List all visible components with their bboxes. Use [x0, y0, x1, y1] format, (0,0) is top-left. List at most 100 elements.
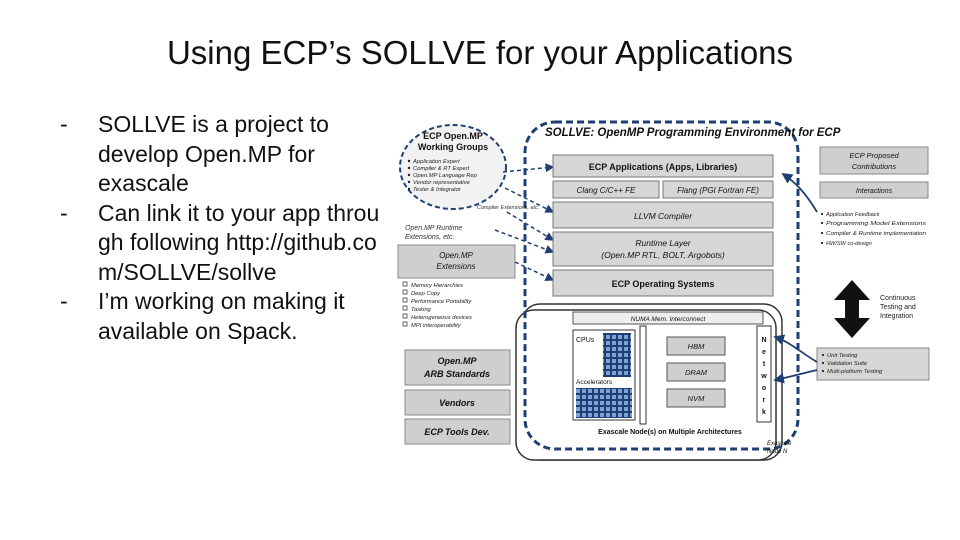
compiler-extensions-label: Compiler Extensions, etc.	[477, 205, 539, 211]
nvm-text: NVM	[688, 394, 705, 403]
interactions-text: Interactions	[856, 188, 893, 195]
vendors-box	[404, 389, 511, 416]
diagram-title: SOLLVE: OpenMP Programming Environment f…	[545, 127, 841, 139]
list-item: Open.MP Language Rep	[413, 173, 478, 179]
interactions-box	[819, 181, 929, 199]
bullet-dot	[821, 353, 825, 357]
bullet-marker: -	[60, 111, 68, 137]
arrow-line	[514, 261, 555, 281]
network-letters: N e t w o r k	[760, 337, 767, 416]
working-groups-oval	[399, 124, 507, 210]
bullet-dot	[821, 361, 825, 365]
openmp-extensions-box	[397, 244, 516, 279]
runtime-text: Runtime Layer	[635, 238, 691, 248]
list-item: HW/SW co-design	[826, 241, 872, 247]
checkbox-icon	[402, 289, 408, 295]
network-letter: r	[763, 397, 766, 404]
vendors-text: Vendors	[439, 398, 475, 408]
testing-box	[816, 347, 930, 381]
nvm-box	[666, 388, 726, 408]
slide-title: Using ECP’s SOLLVE for your Applications	[166, 34, 794, 71]
checkbox-icon	[402, 313, 408, 319]
numa-text: NUMA Mem. Interconnect	[631, 316, 707, 323]
bullet-text: Can link it to your app through followin…	[98, 199, 380, 285]
checklist-item: MPI interoperability	[411, 323, 462, 329]
checkbox-icon	[402, 281, 408, 287]
dram-box	[666, 362, 726, 382]
exascale-node-n-text: Node N	[767, 449, 788, 455]
network-box	[756, 325, 772, 423]
ci-text: Integration	[880, 313, 913, 320]
working-groups-list: Application Expert Compiler & RT Expert …	[407, 159, 478, 193]
exascale-node-text: Exascale Node(s) on Multiple Architectur…	[598, 429, 742, 436]
bullet-dot	[820, 221, 824, 225]
bullet-dot	[407, 166, 411, 170]
list-item: Application Feedback	[825, 212, 881, 218]
os-box	[552, 269, 774, 297]
network-letter: w	[760, 373, 767, 380]
openmp-extensions-text: Open.MP	[439, 251, 473, 260]
ecp-apps-box	[552, 154, 774, 178]
dram-text: DRAM	[685, 368, 708, 377]
arb-standards-box	[404, 349, 511, 386]
checklist-item: Heterogeneous devices	[411, 315, 472, 321]
checklist-item: Memory Hierarchies	[411, 283, 463, 289]
runtime-text: (Open.MP RTL, BOLT, Argobots)	[601, 250, 725, 260]
bullet-item: - SOLLVE is a project to develop Open.MP …	[60, 110, 390, 199]
llvm-text: LLVM Compiler	[634, 211, 693, 221]
checklist-item: Performance Portability	[411, 299, 472, 305]
arrow-line	[773, 334, 818, 363]
accelerators-text: Accelerators	[576, 379, 613, 386]
list-item: Programming Model Extensions	[826, 221, 926, 227]
bullet-dot	[821, 369, 825, 373]
proposed-contributions-box	[819, 146, 929, 175]
ci-text: Testing and	[880, 304, 916, 311]
arrow-line	[504, 187, 555, 213]
checklist-item: Deep Copy	[411, 291, 441, 297]
cpu-grid	[603, 333, 631, 377]
arrow-line	[773, 369, 818, 384]
ecp-apps-text: ECP Applications (Apps, Libraries)	[589, 162, 738, 172]
cpus-text: CPUs	[576, 337, 595, 344]
tools-box	[404, 418, 511, 445]
os-text: ECP Operating Systems	[612, 279, 715, 289]
arrow-line	[502, 163, 555, 173]
bullet-dot	[407, 159, 411, 163]
bullet-text: SOLLVE is a project to develop Open.MP f…	[98, 111, 329, 196]
arb-standards-text: ARB Standards	[423, 369, 490, 379]
checklist-item: Tasking	[411, 307, 432, 313]
list-item: Tester & Integrator	[413, 187, 462, 193]
sollve-diagram: SOLLVE: OpenMP Programming Environment f…	[397, 120, 930, 461]
checkbox-icon	[402, 321, 408, 327]
node-divider	[639, 325, 647, 425]
curved-arrows	[773, 173, 818, 384]
arrow-line	[494, 229, 555, 254]
accelerator-grid	[576, 388, 632, 418]
ci-text: Continuous	[880, 295, 916, 302]
tools-text: ECP Tools Dev.	[424, 427, 489, 437]
bullet-dot	[407, 173, 411, 177]
bullet-marker: -	[60, 199, 68, 226]
bullet-dot	[407, 187, 411, 191]
flang-text: Flang (PGI Fortran FE)	[677, 186, 759, 195]
list-item: Compiler & RT Expert	[413, 166, 470, 172]
checkbox-icon	[402, 305, 408, 311]
network-letter: k	[762, 409, 766, 416]
runtime-extensions-label: Extensions, etc.	[405, 234, 454, 241]
arrow-line	[781, 173, 818, 213]
testing-list: Unit Testing Validation Suite Multi-plat…	[821, 353, 883, 375]
working-groups-title: ECP Open.MP	[423, 131, 483, 141]
flang-box	[662, 180, 774, 199]
working-groups-title: Working Groups	[418, 142, 488, 152]
clang-text: Clang C/C++ FE	[577, 186, 636, 195]
network-letter: e	[762, 349, 766, 356]
exascale-node-n-text: Exascale	[767, 441, 792, 447]
bullet-marker: -	[60, 288, 68, 314]
bullet-item: - Can link it to your app through followi…	[60, 199, 390, 288]
list-item: Unit Testing	[827, 353, 858, 359]
openmp-extensions-text: Extensions	[436, 262, 475, 271]
proposed-text: ECP Proposed	[849, 151, 899, 160]
network-letter: o	[762, 385, 766, 392]
hbm-text: HBM	[688, 342, 705, 351]
hbm-box	[666, 336, 726, 356]
